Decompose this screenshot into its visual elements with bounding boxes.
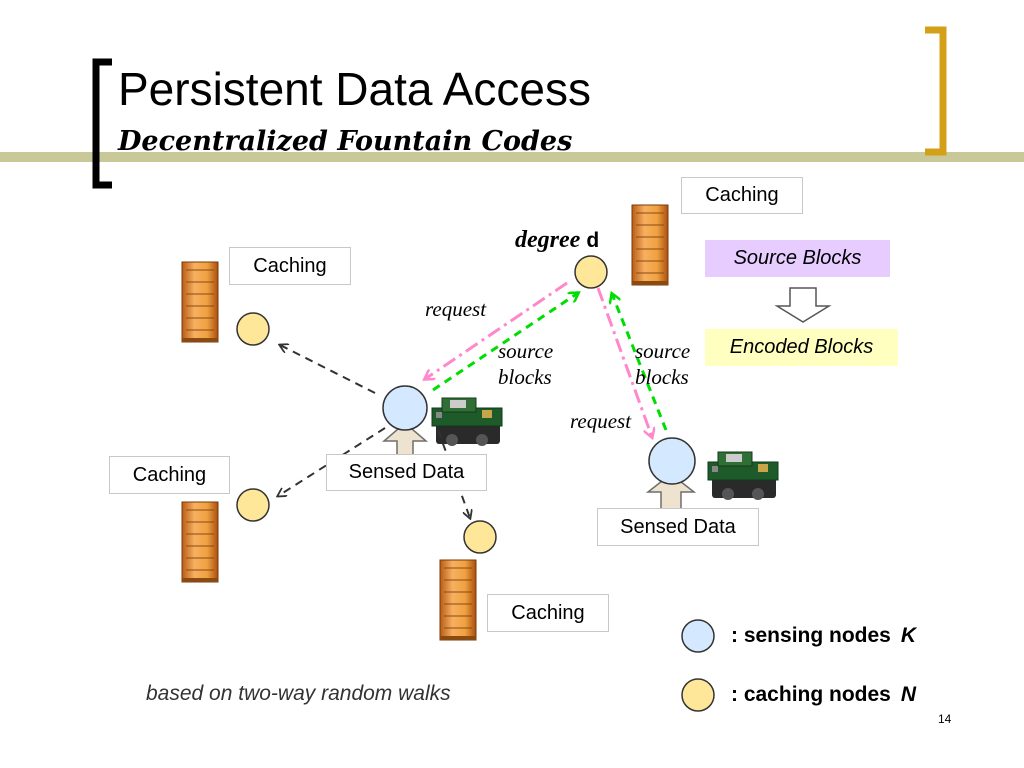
degree-variable: d bbox=[586, 229, 600, 252]
legend-sensing: : sensing nodes K bbox=[731, 624, 916, 648]
caching-label-lower-left: Caching bbox=[109, 456, 230, 494]
caching-node-circle bbox=[236, 488, 270, 522]
caching-label-bottom: Caching bbox=[487, 594, 609, 632]
source-label-line1: source bbox=[498, 339, 554, 363]
source-label-line1: source bbox=[635, 339, 691, 363]
sensor-board-icon bbox=[431, 397, 503, 447]
source-blocks-label-right: source blocks bbox=[635, 338, 690, 391]
page-number: 14 bbox=[938, 712, 952, 726]
legend-sensing-text: : sensing nodes bbox=[731, 624, 891, 647]
sensing-node-circle bbox=[382, 385, 428, 431]
source-label-line2: blocks bbox=[498, 365, 552, 390]
source-blocks-arrow-right bbox=[612, 294, 668, 431]
degree-label: degree d bbox=[515, 227, 599, 254]
request-label-lower: request bbox=[570, 409, 632, 433]
server-icon bbox=[439, 559, 477, 641]
encoded-blocks-box: Encoded Blocks bbox=[705, 329, 898, 366]
source-label-line2: blocks bbox=[635, 365, 689, 390]
source-blocks-box: Source Blocks bbox=[705, 240, 890, 277]
legend-sensing-circle bbox=[681, 619, 715, 653]
slide-title: Persistent Data Access bbox=[118, 63, 591, 115]
source-blocks-arrow-left bbox=[432, 293, 578, 392]
walk-arrow-to-left-cache bbox=[280, 345, 376, 394]
legend-caching-var: N bbox=[900, 683, 917, 706]
legend-caching: : caching nodes N bbox=[731, 683, 916, 707]
caching-label-left: Caching bbox=[229, 247, 351, 285]
legend-caching-text: : caching nodes bbox=[731, 683, 891, 706]
request-arrow-left bbox=[425, 281, 568, 379]
request-label-upper: request bbox=[425, 297, 487, 321]
legend-sensing-var: K bbox=[900, 624, 917, 647]
server-icon bbox=[181, 501, 219, 583]
caching-node-circle bbox=[236, 312, 270, 346]
server-icon bbox=[631, 204, 669, 286]
left-bracket bbox=[92, 58, 112, 189]
sensor-board-icon bbox=[707, 451, 779, 501]
caching-label-top-right: Caching bbox=[681, 177, 803, 214]
down-arrow-icon bbox=[774, 287, 832, 323]
legend-caching-circle bbox=[681, 678, 715, 712]
right-bracket bbox=[925, 26, 947, 156]
sensed-data-label-left: Sensed Data bbox=[326, 454, 487, 491]
sensed-data-label-right: Sensed Data bbox=[597, 508, 759, 546]
sensing-node-circle bbox=[648, 437, 696, 485]
source-blocks-label-left: source blocks bbox=[498, 338, 553, 391]
footer-note: based on two-way random walks bbox=[146, 682, 451, 705]
caching-node-circle bbox=[574, 255, 608, 289]
header-rule bbox=[0, 152, 1024, 162]
caching-node-circle bbox=[463, 520, 497, 554]
degree-word: degree bbox=[515, 227, 581, 253]
server-icon bbox=[181, 261, 219, 343]
slide-subtitle: Decentralized Fountain Codes bbox=[118, 126, 573, 157]
